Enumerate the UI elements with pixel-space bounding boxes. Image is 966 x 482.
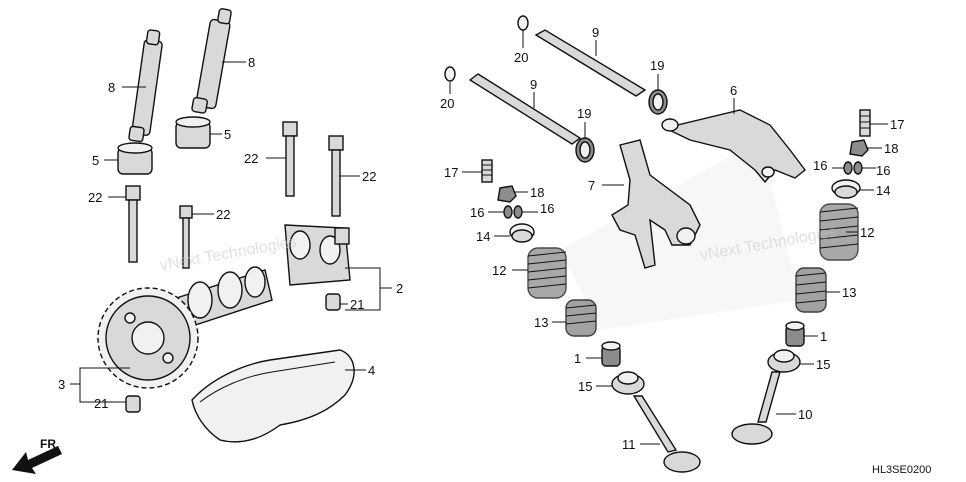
callout-13b: 13 bbox=[842, 285, 856, 300]
callout-9b: 9 bbox=[530, 77, 537, 92]
stem-seal-left bbox=[601, 341, 621, 367]
bolt-22-a bbox=[282, 121, 298, 197]
bolt-22-d bbox=[179, 205, 193, 269]
adjust-screw-left bbox=[481, 159, 493, 183]
spring-retainer-right bbox=[831, 179, 861, 199]
o-ring-20-upper bbox=[517, 15, 529, 31]
cam-sprocket bbox=[97, 287, 199, 389]
leader-2 bbox=[345, 267, 381, 311]
outer-spring-left bbox=[527, 247, 567, 299]
callout-3: 3 bbox=[58, 377, 65, 392]
adjust-screw-right bbox=[859, 109, 871, 137]
callout-15a: 15 bbox=[578, 379, 592, 394]
callout-5a: 5 bbox=[224, 127, 231, 142]
callout-6: 6 bbox=[730, 83, 737, 98]
bolt-22-b bbox=[328, 135, 344, 217]
callout-12b: 12 bbox=[860, 225, 874, 240]
callout-22d: 22 bbox=[216, 207, 230, 222]
callout-20a: 20 bbox=[514, 50, 528, 65]
callout-22a: 22 bbox=[244, 151, 258, 166]
o-ring-19-upper bbox=[648, 89, 668, 115]
oil-tray bbox=[191, 349, 355, 443]
callout-11: 11 bbox=[622, 437, 636, 452]
callout-14a: 14 bbox=[476, 229, 490, 244]
callout-19a: 19 bbox=[650, 58, 664, 73]
watermark-left: vNext Technologies bbox=[159, 234, 298, 275]
dowel-pin-upper bbox=[325, 293, 341, 311]
bolt-22-c bbox=[125, 185, 141, 263]
callout-16d: 16 bbox=[876, 163, 890, 178]
dowel-pin-lower bbox=[125, 395, 141, 413]
rocker-shaft-upper bbox=[534, 29, 647, 97]
callout-18b: 18 bbox=[884, 141, 898, 156]
callout-9a: 9 bbox=[592, 25, 599, 40]
callout-16a: 16 bbox=[470, 205, 484, 220]
front-direction-arrow: FR. bbox=[12, 437, 62, 474]
callout-8b: 8 bbox=[248, 55, 255, 70]
spring-seat-left bbox=[611, 371, 645, 395]
callout-14b: 14 bbox=[876, 183, 890, 198]
rocker-shaft-lower bbox=[468, 73, 582, 145]
callout-10: 10 bbox=[798, 407, 812, 422]
pushrod-right bbox=[191, 8, 232, 114]
callout-2: 2 bbox=[396, 281, 403, 296]
stem-seal-right bbox=[785, 321, 805, 347]
callout-12a: 12 bbox=[492, 263, 506, 278]
callout-8a: 8 bbox=[108, 80, 115, 95]
callout-19b: 19 bbox=[577, 106, 591, 121]
leader-3 bbox=[79, 367, 130, 403]
front-label: FR. bbox=[40, 437, 59, 451]
exhaust-valve bbox=[731, 371, 781, 445]
rocker-arm-exhaust bbox=[661, 109, 806, 184]
tappet-lower bbox=[117, 142, 153, 175]
callout-13a: 13 bbox=[534, 315, 548, 330]
callout-20b: 20 bbox=[440, 96, 454, 111]
callout-21b: 21 bbox=[94, 396, 108, 411]
callout-22c: 22 bbox=[88, 190, 102, 205]
o-ring-20-lower bbox=[444, 66, 456, 82]
tappet-upper bbox=[175, 116, 211, 149]
callout-15b: 15 bbox=[816, 357, 830, 372]
callout-16c: 16 bbox=[813, 158, 827, 173]
callout-17b: 17 bbox=[890, 117, 904, 132]
inner-spring-right bbox=[795, 267, 827, 313]
inner-spring-left bbox=[565, 299, 597, 337]
callout-16b: 16 bbox=[540, 201, 554, 216]
o-ring-19-lower bbox=[575, 137, 595, 163]
valve-cotter-right bbox=[843, 161, 863, 175]
callout-1a: 1 bbox=[574, 351, 581, 366]
callout-7: 7 bbox=[588, 178, 595, 193]
callout-22b: 22 bbox=[362, 169, 376, 184]
callout-1b: 1 bbox=[820, 329, 827, 344]
rocker-arm-intake bbox=[611, 139, 701, 269]
lock-nut-right bbox=[849, 139, 869, 157]
lock-nut-left bbox=[497, 185, 517, 203]
outer-spring-right bbox=[819, 203, 859, 261]
callout-5b: 5 bbox=[92, 153, 99, 168]
callout-17a: 17 bbox=[444, 165, 458, 180]
intake-valve bbox=[632, 395, 701, 473]
callout-21a: 21 bbox=[350, 297, 364, 312]
valve-cotter-left bbox=[503, 205, 523, 219]
callout-4: 4 bbox=[368, 363, 375, 378]
spring-retainer-left bbox=[509, 223, 535, 243]
callout-18a: 18 bbox=[530, 185, 544, 200]
diagram-code: HL3SE0200 bbox=[872, 464, 931, 476]
camshaft-holder bbox=[284, 224, 351, 286]
pushrod-left bbox=[128, 29, 163, 143]
camshaft bbox=[169, 266, 273, 331]
spring-seat-right bbox=[767, 349, 801, 373]
